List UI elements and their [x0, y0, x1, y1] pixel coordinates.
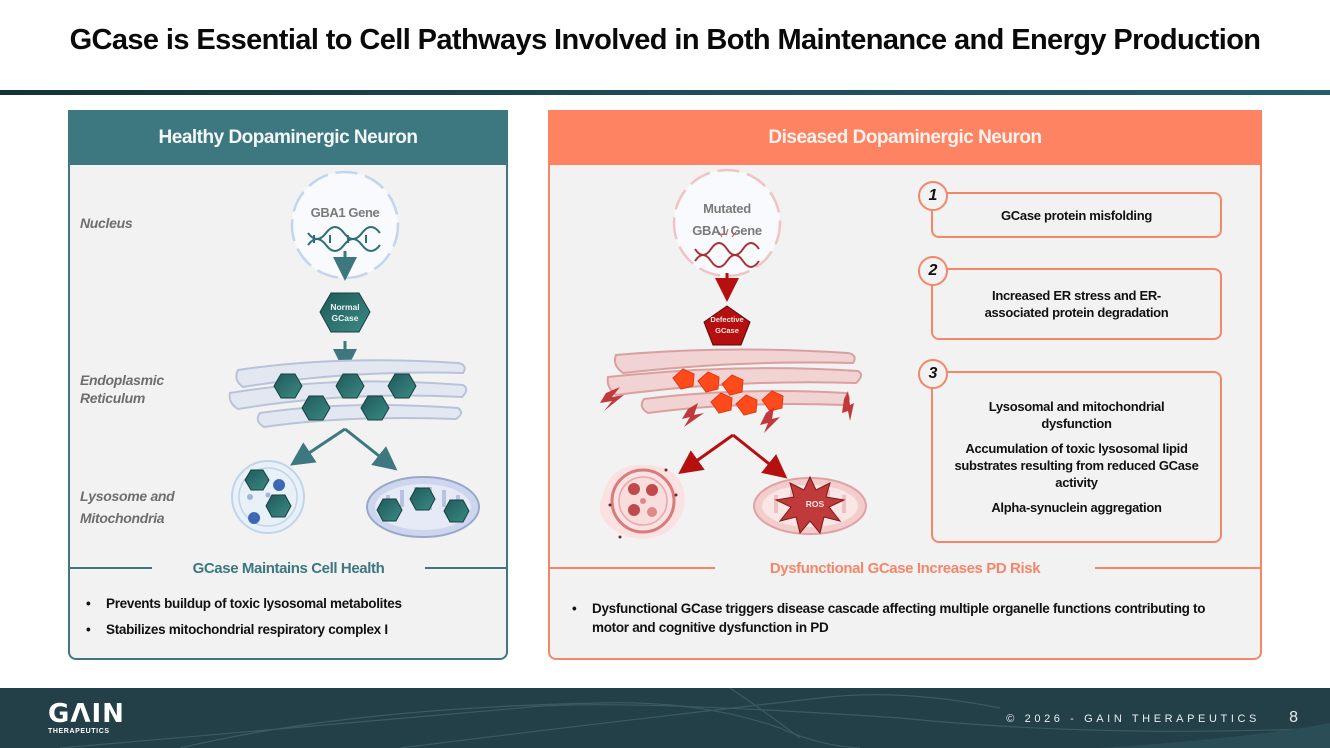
er-label-line2: Reticulum: [80, 390, 145, 406]
step-3-text-c: Alpha-synuclein aggregation: [991, 500, 1162, 515]
footer-bar: GΛIN THERAPEUTICS © 2026 - GAIN THERAPEU…: [0, 688, 1330, 748]
healthy-divider-line-left: [70, 567, 152, 569]
healthy-lysosome-icon: [231, 460, 305, 534]
normal-gcase-label: Normal GCase: [320, 302, 370, 324]
step-number-2: 2: [918, 256, 948, 286]
defective-gcase-pentagon: [703, 305, 751, 346]
disease-branch-arrows: [678, 433, 788, 479]
title-divider: [0, 90, 1330, 95]
ros-burst-icon: [774, 475, 846, 535]
healthy-bullet: Stabilizes mitochondrial respiratory com…: [80, 620, 500, 639]
normal-gcase-hexagon: [319, 292, 371, 333]
healthy-section-title: GCase Maintains Cell Health: [192, 560, 385, 577]
logo-subtitle: THERAPEUTICS: [48, 728, 110, 735]
footer-wave-decoration: [59, 688, 1330, 748]
healthy-pathway-diagram: [228, 170, 480, 538]
nucleus-label: Nucleus: [80, 215, 133, 231]
lysosome-mito-label: Lysosome and Mitochondria: [80, 485, 175, 529]
stress-lightning-icons: [600, 387, 854, 433]
healthy-panel-header: Healthy Dopaminergic Neuron: [68, 110, 508, 165]
mutated-dna-icon: [694, 228, 760, 268]
diseased-bullet: Dysfunctional GCase triggers disease cas…: [566, 599, 1226, 637]
mutated-gene-label-line2: GBA1 Gene: [692, 223, 762, 238]
diseased-divider-line-right: [1095, 567, 1260, 569]
er-label-line1: Endoplasmic: [80, 372, 164, 388]
mutated-nucleus: [672, 168, 782, 278]
er-gcase-hexagons: [273, 373, 417, 421]
page-number: 8: [1289, 709, 1298, 726]
step-box-2: Increased ER stress and ER-associated pr…: [931, 268, 1222, 340]
ros-label: ROS: [805, 499, 825, 509]
dna-icon: [307, 226, 381, 252]
branch-arrows: [290, 427, 398, 471]
step-3-text-b: Accumulation of toxic lysosomal lipid su…: [954, 441, 1199, 490]
step-box-1: GCase protein misfolding: [931, 192, 1222, 238]
healthy-bullet: Prevents buildup of toxic lysosomal meta…: [80, 594, 500, 613]
healthy-bullet-list: Prevents buildup of toxic lysosomal meta…: [80, 594, 500, 646]
normal-gcase-label-line2: GCase: [331, 313, 359, 323]
damaged-lysosome-icon: [599, 464, 685, 539]
step-box-3: Lysosomal and mitochondrial dysfunction …: [931, 371, 1222, 543]
er-label: Endoplasmic Reticulum: [80, 371, 164, 407]
diseased-section-title: Dysfunctional GCase Increases PD Risk: [769, 560, 1041, 577]
defective-gcase-label: Defective GCase: [702, 314, 752, 336]
step-3-text-a: Lysosomal and mitochondrial dysfunction: [988, 399, 1165, 431]
mutated-gene-label: Mutated GBA1 Gene: [668, 198, 786, 242]
slide-title: GCase is Essential to Cell Pathways Invo…: [69, 24, 1261, 56]
diseased-pathway-diagram: [599, 168, 867, 539]
diseased-bullet-list: Dysfunctional GCase triggers disease cas…: [566, 599, 1226, 644]
step-1-text: GCase protein misfolding: [1001, 207, 1152, 223]
copyright-text: © 2026 - GAIN THERAPEUTICS: [1006, 713, 1260, 725]
diseased-divider-line-left: [550, 567, 715, 569]
normal-gcase-label-line1: Normal: [330, 302, 360, 312]
step-number-3: 3: [918, 359, 948, 389]
lyso-label-line1: Lysosome and: [80, 488, 175, 504]
step-2-text: Increased ER stress and ER-associated pr…: [984, 288, 1169, 320]
step-number-1: 1: [918, 181, 948, 211]
defective-gcase-label-line2: GCase: [715, 326, 739, 335]
diseased-panel-header: Diseased Dopaminergic Neuron: [548, 110, 1262, 165]
gba1-gene-label: GBA1 Gene: [310, 205, 380, 220]
defective-gcase-label-line1: Defective: [710, 315, 744, 324]
mutated-gene-label-line1: Mutated: [703, 201, 751, 216]
logo-wordmark: GΛIN: [48, 699, 125, 729]
gain-logo: GΛIN THERAPEUTICS: [48, 699, 125, 735]
misfolded-aggregates: [672, 368, 784, 416]
lyso-label-line2: Mitochondria: [80, 510, 165, 526]
healthy-mitochondrion-icon: [366, 476, 480, 538]
healthy-divider-line-right: [425, 567, 506, 569]
